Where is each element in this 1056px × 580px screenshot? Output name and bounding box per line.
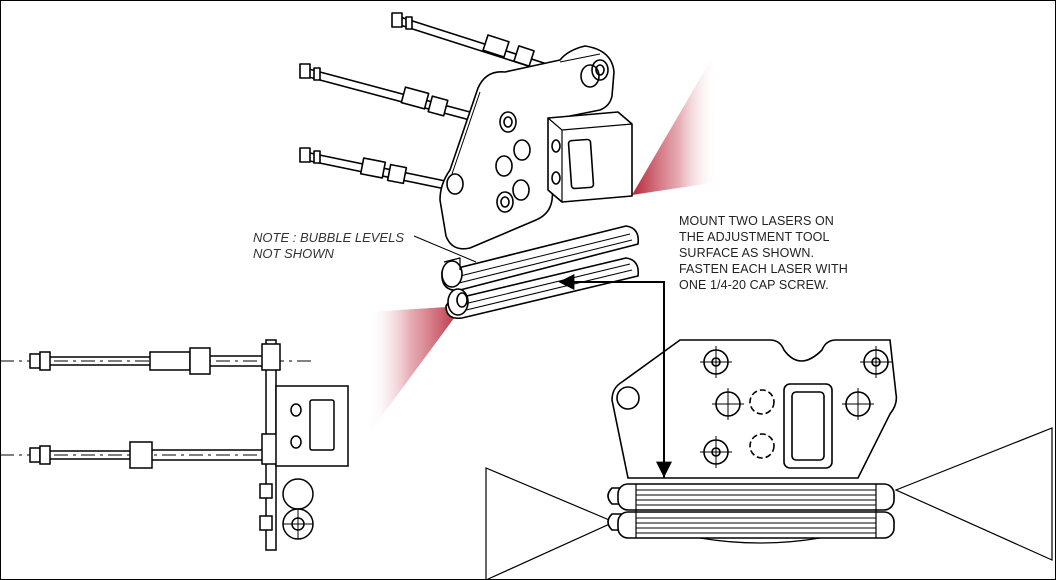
front-rails	[607, 483, 895, 544]
mounting-instruction: MOUNT TWO LASERS ON THE ADJUSTMENT TOOL …	[679, 214, 848, 292]
note-bubble-levels: NOTE : BUBBLE LEVELS NOT SHOWN	[253, 230, 405, 261]
mounting-plate	[439, 45, 615, 250]
isometric-assembly	[299, 12, 718, 436]
laser-fan-right	[894, 427, 1053, 561]
laser-module-isometric	[547, 111, 633, 203]
laser-beam-lower	[367, 306, 463, 436]
plate-holes	[446, 59, 609, 213]
adjustment-tool-rails	[441, 225, 640, 320]
alignment-holes	[616, 346, 892, 468]
laser-module-side	[275, 385, 349, 467]
laser-beam-upper	[632, 58, 718, 195]
front-plate	[611, 339, 898, 479]
threaded-rods	[299, 12, 573, 193]
note-leader	[413, 235, 477, 263]
laser-fan-left	[485, 467, 616, 580]
front-view	[485, 339, 1053, 580]
side-view	[0, 339, 349, 551]
